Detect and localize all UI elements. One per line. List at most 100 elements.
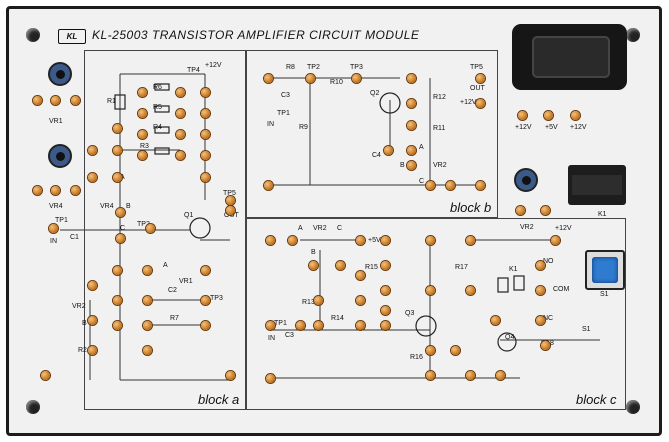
jack-terminal[interactable] (541, 341, 550, 350)
jack-terminal[interactable] (201, 321, 210, 330)
jack-terminal[interactable] (113, 296, 122, 305)
jack-terminal[interactable] (309, 261, 318, 270)
jack-terminal[interactable] (536, 286, 545, 295)
jack-terminal[interactable] (176, 151, 185, 160)
jack-terminal[interactable] (146, 224, 155, 233)
jack-terminal[interactable] (51, 96, 60, 105)
jack-terminal[interactable] (407, 74, 416, 83)
jack-terminal[interactable] (407, 121, 416, 130)
jack-terminal[interactable] (381, 286, 390, 295)
jack-terminal[interactable] (143, 266, 152, 275)
jack-terminal[interactable] (544, 111, 553, 120)
jack-terminal[interactable] (296, 321, 305, 330)
jack-terminal[interactable] (201, 109, 210, 118)
jack-terminal[interactable] (336, 261, 345, 270)
jack-terminal[interactable] (384, 146, 393, 155)
jack-terminal[interactable] (491, 316, 500, 325)
jack-terminal[interactable] (226, 371, 235, 380)
jack-terminal[interactable] (314, 321, 323, 330)
jack-terminal[interactable] (113, 124, 122, 133)
push-button-s1[interactable] (585, 250, 625, 290)
jack-terminal[interactable] (352, 74, 361, 83)
jack-terminal[interactable] (71, 186, 80, 195)
jack-terminal[interactable] (88, 316, 97, 325)
jack-terminal[interactable] (33, 96, 42, 105)
jack-terminal[interactable] (476, 99, 485, 108)
jack-terminal[interactable] (116, 234, 125, 243)
jack-terminal[interactable] (381, 236, 390, 245)
jack-terminal[interactable] (201, 266, 210, 275)
jack-terminal[interactable] (49, 224, 58, 233)
jack-terminal[interactable] (426, 181, 435, 190)
jack-terminal[interactable] (426, 286, 435, 295)
jack-terminal[interactable] (266, 321, 275, 330)
jack-terminal[interactable] (113, 146, 122, 155)
jack-terminal[interactable] (266, 374, 275, 383)
jack-terminal[interactable] (138, 151, 147, 160)
jack-terminal[interactable] (176, 109, 185, 118)
jack-terminal[interactable] (226, 196, 235, 205)
jack-terminal[interactable] (116, 208, 125, 217)
jack-terminal[interactable] (266, 236, 275, 245)
jack-terminal[interactable] (551, 236, 560, 245)
jack-terminal[interactable] (88, 281, 97, 290)
jack-terminal[interactable] (381, 321, 390, 330)
power-switch[interactable] (512, 24, 627, 90)
jack-terminal[interactable] (516, 206, 525, 215)
jack-terminal[interactable] (536, 316, 545, 325)
jack-terminal[interactable] (541, 206, 550, 215)
jack-terminal[interactable] (451, 346, 460, 355)
jack-terminal[interactable] (143, 346, 152, 355)
jack-terminal[interactable] (88, 173, 97, 182)
jack-terminal[interactable] (407, 146, 416, 155)
jack-terminal[interactable] (201, 173, 210, 182)
jack-terminal[interactable] (496, 371, 505, 380)
jack-terminal[interactable] (138, 109, 147, 118)
jack-terminal[interactable] (143, 296, 152, 305)
jack-terminal[interactable] (381, 306, 390, 315)
jack-terminal[interactable] (33, 186, 42, 195)
vr2-knob[interactable] (514, 168, 538, 192)
jack-terminal[interactable] (466, 236, 475, 245)
power-switch-rocker[interactable] (532, 36, 610, 78)
jack-terminal[interactable] (356, 296, 365, 305)
jack-terminal[interactable] (41, 371, 50, 380)
jack-terminal[interactable] (88, 146, 97, 155)
jack-terminal[interactable] (201, 296, 210, 305)
jack-terminal[interactable] (476, 74, 485, 83)
jack-terminal[interactable] (176, 130, 185, 139)
jack-terminal[interactable] (288, 236, 297, 245)
jack-terminal[interactable] (176, 88, 185, 97)
jack-terminal[interactable] (113, 266, 122, 275)
jack-terminal[interactable] (407, 161, 416, 170)
jack-terminal[interactable] (426, 371, 435, 380)
jack-terminal[interactable] (356, 321, 365, 330)
jack-terminal[interactable] (264, 74, 273, 83)
jack-terminal[interactable] (426, 346, 435, 355)
jack-terminal[interactable] (201, 88, 210, 97)
jack-terminal[interactable] (226, 206, 235, 215)
jack-terminal[interactable] (201, 151, 210, 160)
jack-terminal[interactable] (113, 321, 122, 330)
jack-terminal[interactable] (466, 371, 475, 380)
jack-terminal[interactable] (571, 111, 580, 120)
jack-terminal[interactable] (476, 181, 485, 190)
jack-terminal[interactable] (201, 130, 210, 139)
jack-terminal[interactable] (314, 296, 323, 305)
jack-terminal[interactable] (536, 261, 545, 270)
jack-terminal[interactable] (264, 181, 273, 190)
jack-terminal[interactable] (518, 111, 527, 120)
vr4-knob[interactable] (48, 144, 72, 168)
jack-terminal[interactable] (51, 186, 60, 195)
jack-terminal[interactable] (143, 321, 152, 330)
jack-terminal[interactable] (407, 99, 416, 108)
jack-terminal[interactable] (88, 346, 97, 355)
jack-terminal[interactable] (356, 236, 365, 245)
jack-terminal[interactable] (356, 271, 365, 280)
vr1-knob[interactable] (48, 62, 72, 86)
jack-terminal[interactable] (426, 236, 435, 245)
jack-terminal[interactable] (138, 130, 147, 139)
jack-terminal[interactable] (71, 96, 80, 105)
jack-terminal[interactable] (381, 261, 390, 270)
jack-terminal[interactable] (138, 88, 147, 97)
